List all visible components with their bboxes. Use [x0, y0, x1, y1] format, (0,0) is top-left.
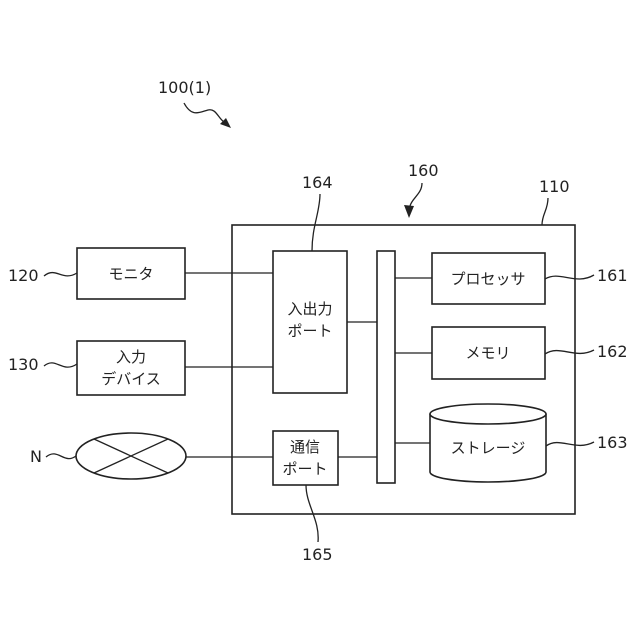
- io-port-label-line1: 入出力: [287, 300, 332, 318]
- figure-ref-squiggle: [184, 103, 224, 122]
- storage-label: ストレージ: [451, 439, 526, 457]
- io-port-ref-label: 164: [302, 173, 333, 192]
- input-device-ref-leader: [44, 363, 77, 367]
- bus: [377, 251, 395, 483]
- io-port-label-line2: ポート: [287, 322, 332, 340]
- monitor-label: モニタ: [108, 265, 153, 283]
- input-device-ref-label: 130: [8, 355, 39, 374]
- memory-label: メモリ: [465, 344, 510, 362]
- bus-ref-label: 160: [408, 161, 439, 180]
- storage-cylinder-top: [430, 404, 546, 424]
- memory-ref-label: 162: [597, 342, 628, 361]
- monitor-ref-label: 120: [8, 266, 39, 285]
- input-device-label-line1: 入力: [116, 348, 146, 366]
- bus-ref-leader: [410, 183, 422, 206]
- network-ref-leader: [46, 454, 76, 459]
- monitor-ref-leader: [44, 273, 77, 276]
- processor-ref-label: 161: [597, 266, 628, 285]
- comm-port-label-line1: 通信: [290, 438, 320, 456]
- input-device-label-line2: デバイス: [101, 370, 161, 388]
- storage-ref-label: 163: [597, 433, 628, 452]
- network-ref-label: N: [30, 447, 42, 466]
- computer-ref-leader: [542, 198, 548, 225]
- bus-ref-arrowhead: [404, 205, 414, 218]
- computer-ref-label: 110: [539, 177, 570, 196]
- processor-label: プロセッサ: [450, 270, 525, 288]
- comm-port-label-line2: ポート: [282, 460, 327, 478]
- figure-ref-label: 100(1): [158, 78, 211, 97]
- comm-port-ref-label: 165: [302, 545, 333, 564]
